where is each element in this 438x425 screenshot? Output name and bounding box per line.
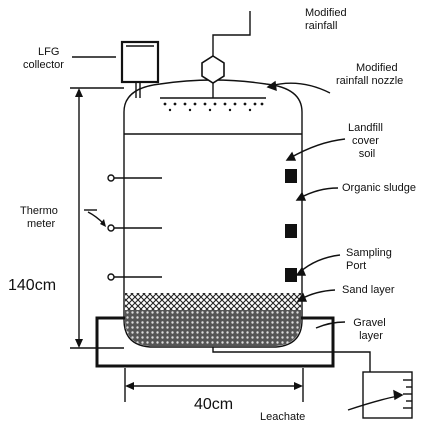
sampling-port-label: Sampling Port (346, 247, 395, 272)
thermometer-probes (107, 174, 162, 281)
lfg-collector-box (120, 40, 160, 84)
rainfall-pump-hexagon (201, 55, 225, 84)
leachate-vessel-ticks (403, 379, 412, 409)
sand-layer-label: Sand layer (342, 284, 395, 296)
label-leaders (72, 56, 404, 411)
lfg-collector-label: LFG collector (23, 46, 64, 71)
leachate-vessel (362, 371, 413, 419)
height-dimension-label: 140cm (8, 277, 56, 294)
sand-layer-fill (125, 293, 301, 310)
leachate-label: Leachate (260, 411, 305, 423)
gravel-layer-fill (125, 310, 301, 346)
organic-sludge-label: Organic sludge (342, 182, 416, 194)
modified-rainfall-label: Modified rainfall (305, 7, 350, 32)
landfill-cover-soil-label: Landfill cover soil (348, 122, 386, 160)
sampling-ports (285, 169, 297, 282)
width-dimension-label: 40cm (194, 396, 233, 413)
leachate-drain-pipe (212, 347, 371, 384)
rainfall-feed-pipe (212, 11, 251, 56)
thermometer-label: Thermo meter (20, 205, 61, 230)
gravel-layer-label: Gravel layer (353, 317, 388, 342)
rainfall-droplets (163, 102, 264, 112)
modified-rainfall-nozzle-label: Modified rainfall nozzle (336, 62, 403, 87)
